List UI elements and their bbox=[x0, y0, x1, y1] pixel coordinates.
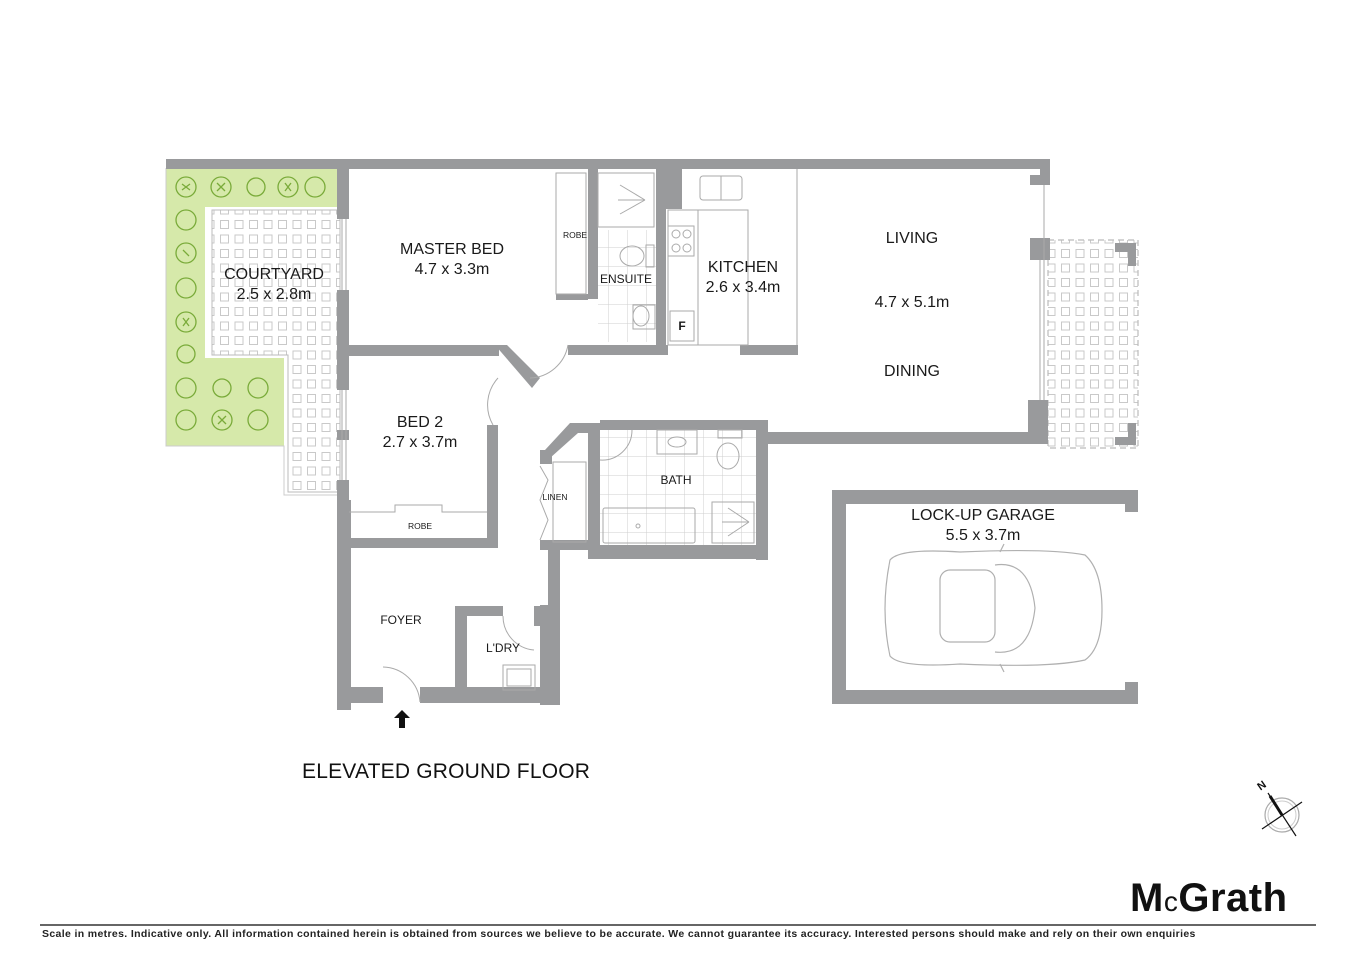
room-name: BED 2 bbox=[396, 414, 444, 431]
living-dimensions: 4.7 x 5.1m bbox=[874, 294, 950, 311]
room-name: MASTER BED bbox=[399, 241, 504, 258]
room-dimensions: 2.5 x 2.8m bbox=[236, 286, 312, 303]
entry-arrow-icon bbox=[394, 710, 410, 728]
courtyard-label: COURTYARD 2.5 x 2.8m bbox=[212, 265, 336, 305]
room-name: COURTYARD bbox=[224, 266, 324, 283]
room-name: KITCHEN bbox=[707, 259, 779, 276]
balcony bbox=[1047, 239, 1139, 449]
master-bed-label: MASTER BED 4.7 x 3.3m bbox=[380, 240, 524, 280]
bed2-label: BED 2 2.7 x 3.7m bbox=[370, 413, 470, 453]
car-icon bbox=[884, 543, 1103, 673]
bed2-robe-label: ROBE bbox=[407, 521, 433, 531]
brand-suffix: Grath bbox=[1178, 876, 1288, 920]
walls bbox=[166, 159, 1138, 710]
linen-label: LINEN bbox=[542, 492, 568, 502]
foyer-label: FOYER bbox=[380, 613, 422, 627]
bath-label: BATH bbox=[660, 473, 692, 487]
room-dimensions: 4.7 x 3.3m bbox=[414, 261, 490, 278]
room-dimensions: 2.6 x 3.4m bbox=[705, 279, 781, 296]
compass-icon bbox=[1261, 792, 1303, 837]
room-dimensions: 2.7 x 3.7m bbox=[382, 434, 458, 451]
master-robe-label: ROBE bbox=[562, 230, 588, 240]
brand-small-c: c bbox=[1163, 886, 1179, 917]
courtyard-area bbox=[165, 168, 342, 496]
disclaimer-text: Scale in metres. Indicative only. All in… bbox=[42, 928, 1196, 940]
footer-divider bbox=[40, 924, 1316, 926]
brand-logo: McGrath bbox=[1130, 876, 1288, 921]
room-name: LOCK-UP GARAGE bbox=[911, 507, 1055, 524]
garage-label: LOCK-UP GARAGE 5.5 x 3.7m bbox=[890, 506, 1076, 546]
plant-icons bbox=[175, 176, 326, 431]
brand-prefix: M bbox=[1130, 876, 1164, 920]
room-dimensions: 5.5 x 3.7m bbox=[945, 527, 1021, 544]
ensuite-label: ENSUITE bbox=[599, 272, 652, 286]
laundry-label: L'DRY bbox=[485, 641, 521, 655]
floor-title: ELEVATED GROUND FLOOR bbox=[302, 760, 591, 783]
door-swings bbox=[382, 344, 633, 703]
fridge-label: F bbox=[678, 319, 686, 333]
dining-label: DINING bbox=[884, 363, 940, 380]
fixtures bbox=[341, 169, 1045, 691]
kitchen-label: KITCHEN 2.6 x 3.4m bbox=[693, 258, 793, 298]
living-label: LIVING bbox=[885, 230, 939, 247]
